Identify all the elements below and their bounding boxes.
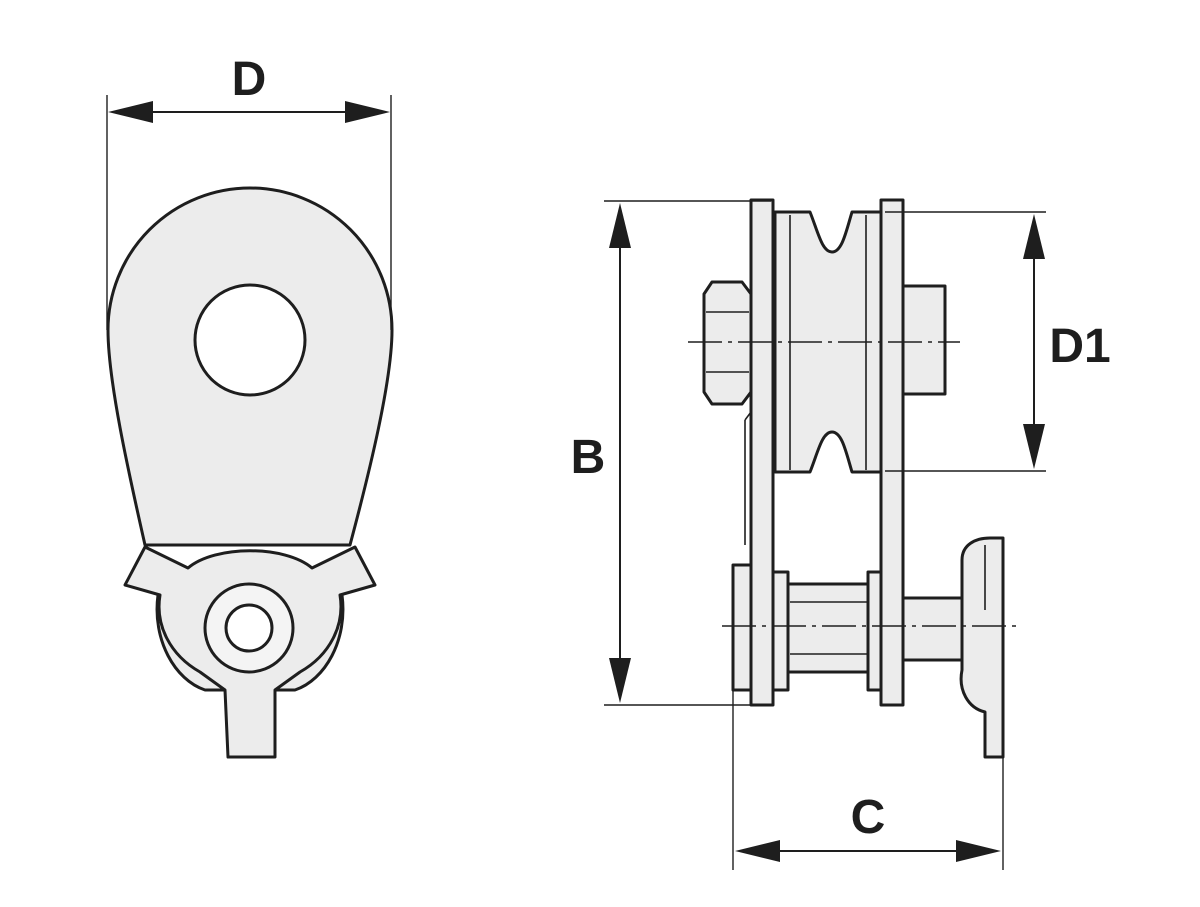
- dim-d-label: D: [232, 53, 267, 106]
- side-hex-nut: [702, 280, 753, 406]
- dim-d-arrow-right: [345, 101, 390, 123]
- dim-b-label: B: [571, 431, 606, 484]
- front-view: [106, 186, 394, 759]
- side-bolt-stem: [901, 596, 967, 662]
- dim-d-arrow-left: [108, 101, 153, 123]
- dimension-d: D: [106, 53, 392, 330]
- front-bolt-hole: [224, 603, 274, 653]
- side-spacer-right: [866, 570, 883, 692]
- side-axle-collar: [901, 284, 947, 396]
- dim-d1-label: D1: [1049, 320, 1110, 373]
- left-plate-step-top: [744, 411, 752, 421]
- front-axle-hole: [193, 283, 307, 397]
- dimension-d1: D1: [885, 211, 1111, 472]
- dim-c-arrow-left: [735, 840, 780, 862]
- dim-c-label: C: [851, 791, 886, 844]
- dim-d1-arrow-bottom: [1023, 424, 1045, 469]
- side-lower-washer: [731, 563, 753, 692]
- side-right-plate: [879, 198, 905, 707]
- side-bolt-shaft: [786, 582, 872, 674]
- dim-b-arrow-top: [609, 203, 631, 248]
- dim-b-arrow-bottom: [609, 658, 631, 703]
- dim-c-arrow-right: [956, 840, 1001, 862]
- dim-d1-arrow-top: [1023, 214, 1045, 259]
- side-left-plate: [749, 198, 775, 707]
- side-wing-nut: [959, 536, 1005, 759]
- dimension-b: B: [571, 200, 771, 706]
- side-spacer-left: [771, 570, 790, 692]
- side-view: [688, 198, 1020, 759]
- dimension-c: C: [732, 690, 1004, 870]
